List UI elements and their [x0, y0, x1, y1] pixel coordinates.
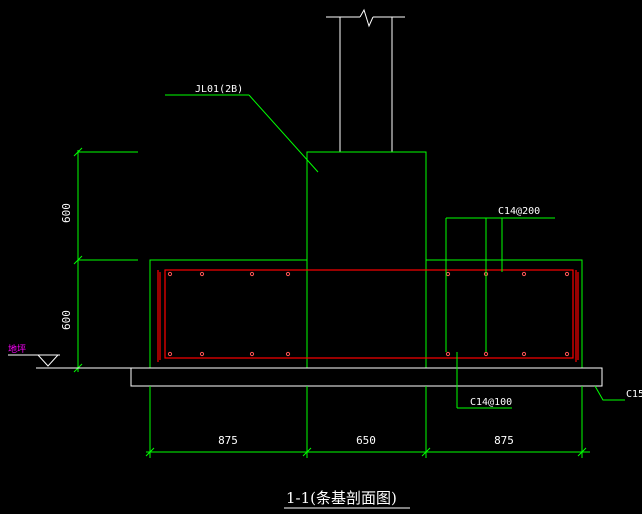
beam-section: [306, 151, 427, 369]
rebar-dot: [445, 351, 451, 357]
rebar-dot: [167, 351, 173, 357]
cushion-leader: [594, 385, 625, 401]
rebar-dot: [249, 271, 255, 277]
dimension-vertical-upper: 600: [60, 203, 73, 223]
dimension-vertical-lower: 600: [60, 310, 73, 330]
rebar-dot: [521, 351, 527, 357]
dimension-horizontal-middle: 650: [356, 434, 376, 447]
bottom-rebar-leader: [456, 352, 512, 409]
break-line-icon: [359, 8, 374, 28]
rebar-dots: [167, 271, 570, 357]
rebar-dot: [199, 271, 205, 277]
dimension-horizontal-right: 875: [494, 434, 514, 447]
cushion-layer: [130, 367, 603, 387]
rebar-dot: [199, 351, 205, 357]
elevation-triangle-icon: [36, 354, 60, 367]
rebar-dot: [564, 271, 570, 277]
rebar-dot: [285, 271, 291, 277]
rebar-dot: [249, 351, 255, 357]
rebar-dot: [167, 271, 173, 277]
beam-tag-label: JL01(2B): [195, 84, 243, 95]
rebar-cage: [157, 269, 579, 362]
top-rebar-label: C14@200: [498, 206, 540, 217]
rebar-dot: [483, 351, 489, 357]
vertical-dimension: [73, 147, 138, 373]
dimension-horizontal-left: 875: [218, 434, 238, 447]
ground-mark: [8, 354, 131, 369]
rebar-dot: [521, 271, 527, 277]
ground-mark-label: 地坪: [8, 343, 26, 355]
drawing-title: 1-1(条基剖面图): [286, 489, 397, 507]
cushion-rebar-label: C15: [626, 389, 642, 400]
strip-footing: [149, 259, 583, 369]
beam-tag-leader: [165, 94, 319, 173]
horizontal-dimension: [145, 386, 590, 458]
bottom-rebar-label: C14@100: [470, 397, 512, 408]
column-stub: [326, 8, 405, 152]
rebar-dot: [445, 271, 451, 277]
top-rebar-leader: [445, 217, 555, 352]
rebar-dot: [285, 351, 291, 357]
rebar-dot: [564, 351, 570, 357]
